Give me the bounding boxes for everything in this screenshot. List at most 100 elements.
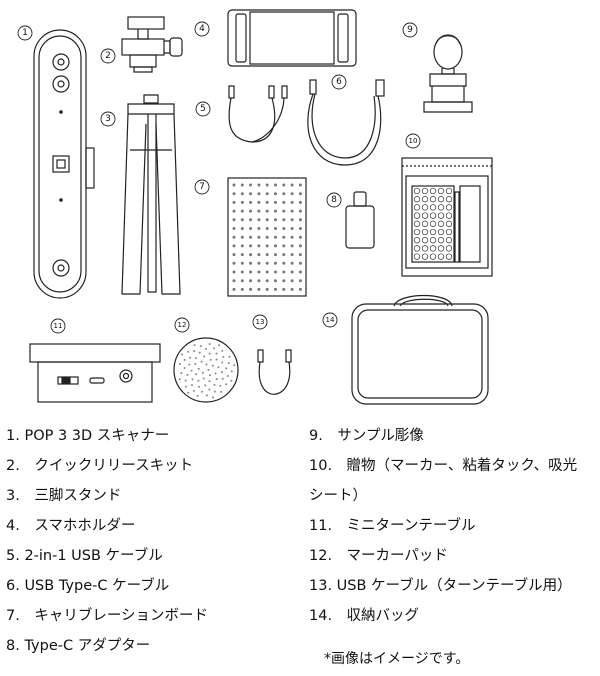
pad-marker	[226, 374, 229, 377]
pad-marker	[199, 345, 202, 348]
list-item: 6. USB Type-C ケーブル	[6, 578, 170, 594]
pad-marker	[180, 372, 183, 375]
pad-marker	[197, 379, 200, 382]
calibration-dot	[249, 235, 253, 239]
pad-marker	[221, 361, 224, 364]
marker-sticker	[413, 204, 421, 211]
calibration-dot	[249, 261, 253, 265]
calibration-dot	[282, 200, 286, 204]
pad-marker	[184, 379, 187, 382]
calibration-dot	[265, 235, 269, 239]
pad-marker	[187, 391, 190, 394]
calibration-dot	[257, 279, 261, 283]
calibration-dot	[232, 261, 236, 265]
calibration-dot	[240, 244, 244, 248]
pad-marker	[215, 358, 218, 361]
marker-sticker	[413, 245, 421, 252]
number-label: 10	[409, 137, 418, 145]
calibration-dot	[249, 209, 253, 213]
calibration-dot	[274, 209, 277, 213]
pad-marker	[204, 384, 207, 387]
number-label: 5	[200, 104, 206, 114]
calibration-dot	[240, 209, 244, 213]
calibration-dot	[265, 244, 269, 248]
calibration-dot	[240, 200, 244, 204]
image-disclaimer: *画像はイメージです。	[324, 651, 470, 667]
calibration-dot	[240, 287, 244, 291]
calibration-dot	[298, 270, 302, 274]
calibration-dot	[290, 183, 294, 187]
calibration-dot	[249, 244, 253, 248]
calibration-dot	[298, 287, 302, 291]
calibration-dot	[232, 209, 236, 213]
calibration-dot	[290, 218, 294, 222]
marker-sticker	[429, 253, 437, 260]
calibration-dot	[249, 287, 253, 291]
list-item: 9. サンプル彫像	[309, 428, 424, 444]
calibration-dot	[282, 270, 286, 274]
pad-marker	[220, 390, 223, 393]
calibration-dot	[274, 192, 277, 196]
pad-marker	[190, 384, 193, 387]
pad-marker	[215, 378, 218, 381]
pad-marker	[201, 371, 204, 374]
number-label: 14	[326, 316, 335, 324]
scanner-illustration	[33, 29, 95, 299]
number-label: 2	[105, 51, 111, 61]
pad-marker	[230, 379, 233, 382]
pad-marker	[184, 385, 187, 388]
pad-marker	[208, 374, 211, 377]
calibration-dot	[257, 244, 261, 248]
marker-sticker	[437, 187, 445, 195]
marker-sticker	[413, 237, 421, 244]
calibration-dot	[298, 209, 302, 213]
gift-pack-illustration	[401, 157, 493, 277]
pad-marker	[200, 360, 203, 363]
number-label: 7	[199, 182, 205, 192]
marker-sticker	[421, 228, 429, 236]
marker-sticker	[445, 253, 453, 260]
pad-marker	[218, 344, 221, 347]
calibration-dot	[290, 192, 294, 196]
marker-sticker	[445, 196, 453, 203]
calibration-dot	[298, 244, 302, 248]
pad-marker	[201, 390, 204, 393]
pad-marker	[186, 373, 189, 376]
marker-sticker	[429, 187, 437, 195]
calibration-dot	[265, 192, 269, 196]
calibration-dot	[298, 200, 302, 204]
marker-sticker	[413, 187, 421, 195]
contents-list-right: 9. サンプル彫像 10. 贈物（マーカー、粘着タック、吸光 シート） 11. …	[309, 421, 577, 631]
statue-illustration	[423, 34, 473, 113]
pad-marker	[181, 353, 184, 356]
pad-marker	[205, 363, 208, 366]
pad-marker	[198, 351, 201, 354]
marker-sticker	[445, 245, 453, 252]
calibration-dot	[274, 235, 277, 239]
list-item: 8. Type-C アダプター	[6, 638, 151, 654]
product-illustrations: 1 2 3 4 5 6 7 8 9 10 11 12 13 14	[17, 9, 493, 405]
pad-marker	[194, 362, 197, 365]
marker-sticker	[437, 237, 445, 244]
calibration-dot	[298, 261, 302, 265]
calibration-dot	[282, 209, 286, 213]
pad-marker	[214, 372, 217, 375]
calibration-dot	[249, 192, 253, 196]
calibration-dot	[298, 218, 302, 222]
calibration-dot	[249, 218, 253, 222]
calibration-dot	[274, 244, 277, 248]
pad-marker	[222, 355, 225, 358]
calibration-dot	[232, 287, 236, 291]
marker-sticker	[445, 220, 453, 227]
marker-sticker	[421, 187, 429, 195]
marker-sticker	[413, 196, 421, 203]
pad-marker	[227, 361, 230, 364]
contents-list-left: 1. POP 3 3D スキャナー 2. クイックリリースキット 3. 三脚スタ…	[6, 421, 208, 661]
list-item: 3. 三脚スタンド	[6, 488, 122, 504]
calibration-dot	[249, 200, 253, 204]
calibration-dot	[265, 209, 269, 213]
pad-marker	[178, 363, 181, 366]
calibration-dot	[240, 227, 244, 230]
pad-marker	[215, 352, 218, 355]
calibration-dot	[290, 253, 294, 257]
